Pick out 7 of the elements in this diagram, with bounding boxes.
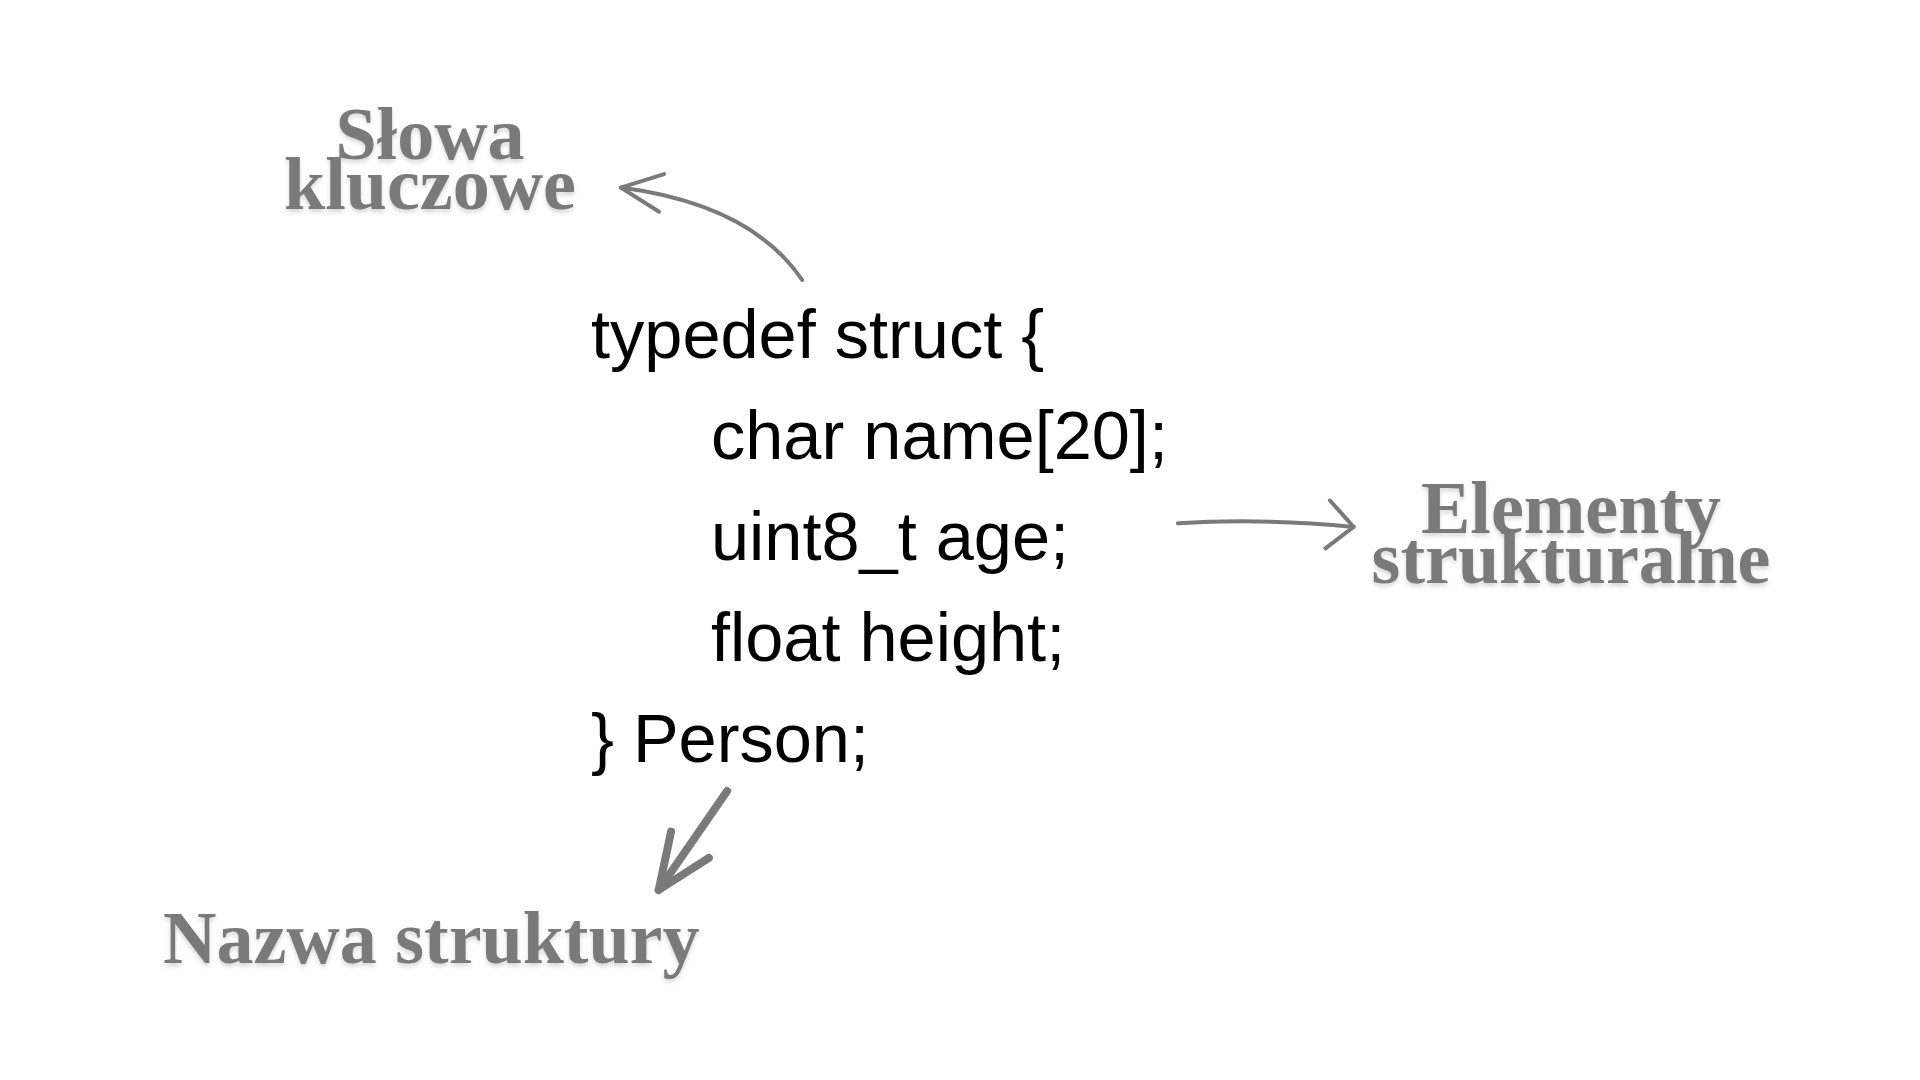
arrow [1175, 498, 1356, 551]
annotation-label: Słowa kluczowe [284, 107, 576, 209]
arrow [654, 787, 732, 894]
code-text: typedef struct { char name[20]; uint8_t age; float height; } Person; [591, 284, 1168, 789]
annotation-label: Elementy strukturalne [1371, 481, 1771, 583]
annotation-label: Nazwa struktury [163, 896, 700, 980]
arrow [618, 173, 805, 282]
